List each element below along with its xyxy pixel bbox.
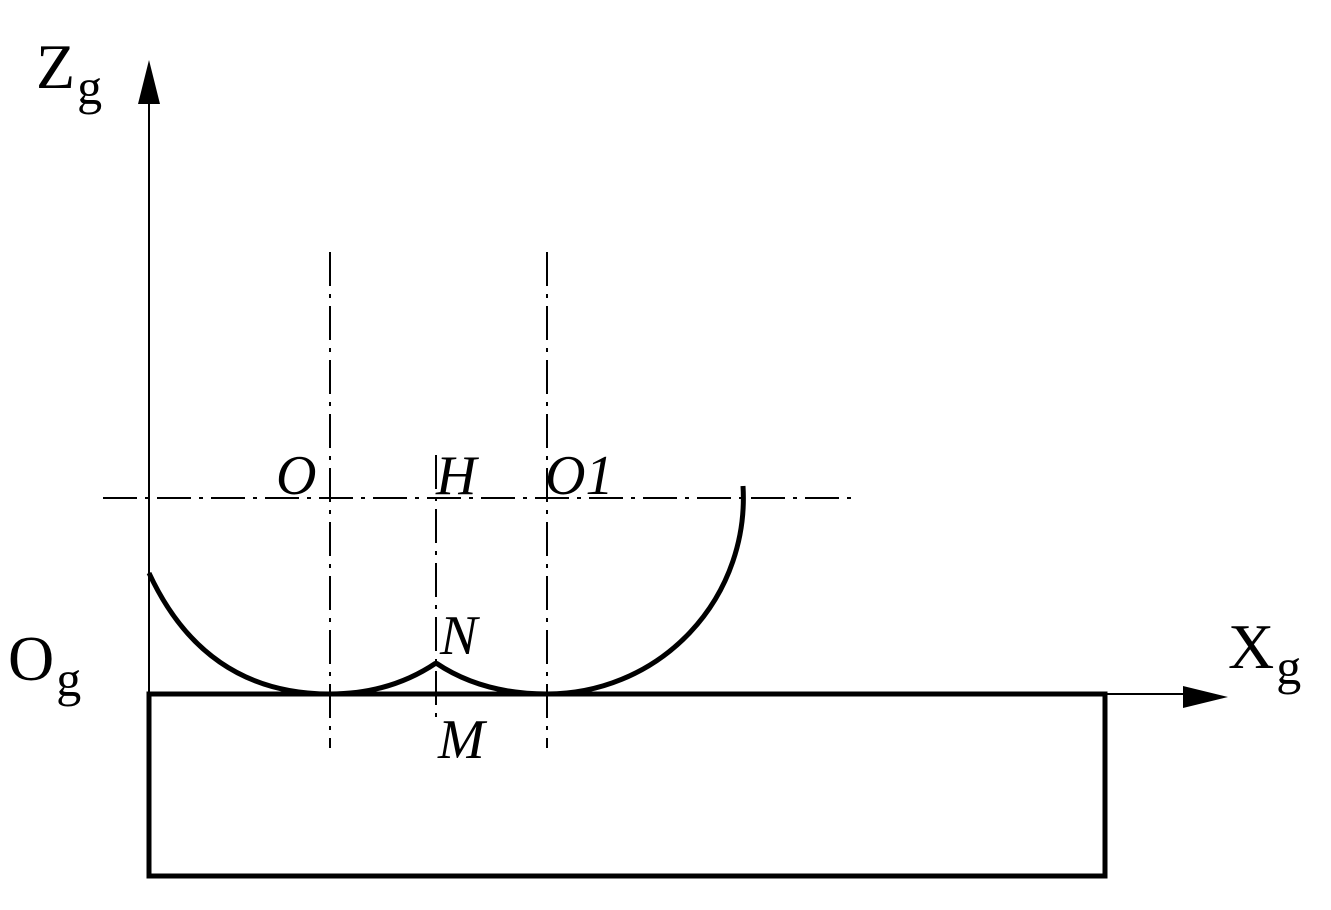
- point-m-label: M: [437, 709, 488, 771]
- point-o1-label: O1: [545, 445, 613, 507]
- tool-arc-left: [146, 571, 438, 697]
- z-axis-label: Zg: [36, 31, 102, 115]
- point-n-label: N: [439, 605, 480, 667]
- workpiece-rectangle: [146, 691, 1108, 879]
- tool-arc-right: [434, 485, 746, 697]
- point-h-label: H: [435, 445, 479, 507]
- z-axis-arrow: [138, 60, 160, 104]
- origin-label: Og: [8, 623, 81, 707]
- x-axis-arrow: [1183, 686, 1228, 708]
- x-axis-label: Xg: [1228, 611, 1301, 695]
- point-o-label: O: [276, 445, 316, 507]
